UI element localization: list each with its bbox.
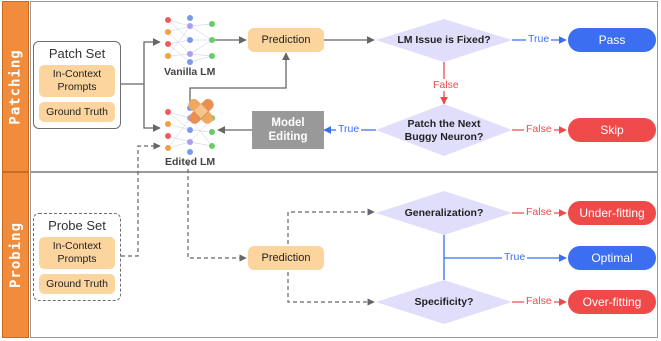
patch-next-text: Patch the Next Buggy Neuron? <box>404 118 484 143</box>
generalization-text: Generalization? <box>404 206 484 219</box>
probing-band <box>2 172 29 338</box>
probe-set-title: Probe Set <box>48 218 106 233</box>
patch-set-connector <box>121 38 161 132</box>
edited-lm-label: Edited LM <box>165 156 216 168</box>
edited-lm-to-probe-prediction-connector <box>187 162 247 262</box>
issue-false-label: False <box>431 79 461 91</box>
patching-section <box>30 1 658 172</box>
issue-fixed-text: LM Issue is Fixed? <box>397 33 491 46</box>
over-fitting-outcome: Over-fitting <box>568 290 656 314</box>
probe-ground-truth-chip: Ground Truth <box>39 274 115 294</box>
pass-outcome: Pass <box>568 28 656 52</box>
patch-false-label: False <box>524 123 554 135</box>
probing-prediction-box: Prediction <box>248 246 324 270</box>
generalization-diamond <box>376 191 512 235</box>
probe-prompts-chip: In-Context Prompts <box>39 237 115 269</box>
specificity-text: Specificity? <box>414 295 474 308</box>
patch-true-label: True <box>336 123 362 135</box>
patching-band <box>2 1 29 172</box>
patch-prompts-chip: In-Context Prompts <box>39 65 115 97</box>
vanilla-lm-network-icon <box>165 15 215 65</box>
optimal-true-label: True <box>502 251 528 263</box>
under-fitting-outcome: Under-fitting <box>568 201 656 225</box>
patch-ground-truth-chip: Ground Truth <box>39 102 115 122</box>
probe-set-to-edited-lm-connector <box>121 142 161 257</box>
issue-true-label: True <box>526 33 552 45</box>
skip-outcome: Skip <box>568 118 656 142</box>
probe-set-box: Probe Set In-Context Prompts Ground Trut… <box>33 213 121 301</box>
specificity-false-label: False <box>524 295 554 307</box>
issue-fixed-diamond <box>376 19 512 62</box>
patch-next-diamond <box>376 104 512 156</box>
patching-prediction-box: Prediction <box>248 28 324 52</box>
generalization-false-label: False <box>524 206 554 218</box>
specificity-diamond <box>376 280 512 324</box>
patch-set-title: Patch Set <box>48 46 106 61</box>
optimal-outcome: Optimal <box>568 246 656 270</box>
edited-to-prediction-arrow <box>189 52 290 104</box>
model-editing-box: Model Editing <box>252 111 324 149</box>
probing-section <box>30 172 658 338</box>
vanilla-lm-label: Vanilla LM <box>164 66 216 78</box>
bandage-patch-icon <box>188 98 214 124</box>
patch-set-box: Patch Set In-Context Prompts Ground Trut… <box>33 41 121 129</box>
